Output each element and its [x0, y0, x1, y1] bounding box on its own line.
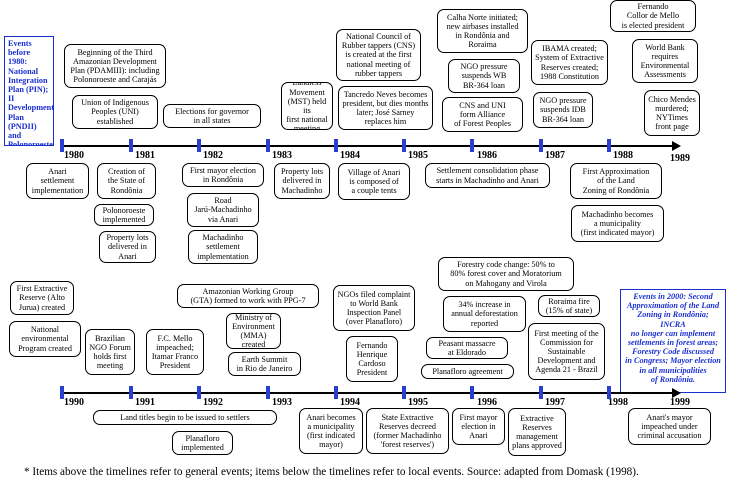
year-tick	[266, 386, 270, 399]
year-label: 1987	[545, 150, 565, 161]
event-box: Earth Summit in Rio de Janeiro	[228, 352, 301, 376]
event-box: First mayor election in Anari	[452, 408, 505, 445]
event-box: Tancredo Neves becomes president, but di…	[338, 86, 433, 130]
event-box: Anari settlement implementation	[26, 163, 89, 199]
event-box: CNS and UNI form Alliance of Forest Peop…	[442, 97, 523, 132]
year-tick	[334, 139, 338, 152]
year-tick	[129, 139, 133, 152]
event-box: 34% increase in annual deforestation rep…	[443, 296, 526, 332]
event-box: National environmental Program created	[9, 321, 81, 357]
year-label: 1996	[477, 397, 497, 408]
year-tick	[197, 139, 201, 152]
event-box: Planafloro agreement	[421, 364, 514, 379]
year-tick	[539, 386, 543, 399]
year-label: 1982	[203, 150, 223, 161]
year-tick	[470, 386, 474, 399]
event-box: Peasant massacre at Eldorado	[426, 337, 508, 359]
event-box: Planafloro implemented	[172, 431, 233, 455]
year-tick	[402, 139, 406, 152]
year-label: 1995	[408, 397, 428, 408]
timeline-1980s-axis	[60, 145, 674, 147]
event-box: Extractive Reserves management plans app…	[508, 408, 566, 456]
year-label: 1991	[135, 397, 155, 408]
year-label: 1994	[340, 397, 360, 408]
event-box: Fernando Collor de Mello is elected pres…	[610, 0, 696, 32]
event-box: NGO pressure suspends WB BR-364 loan	[448, 59, 520, 93]
year-label: 1981	[135, 150, 155, 161]
year-label: 1993	[272, 397, 292, 408]
event-box: Amazonian Working Group (GTA) formed to …	[177, 284, 319, 308]
events-in-2000-box: Events in 2000: Second Approximation of …	[620, 289, 726, 393]
event-box: NGO pressure suspends IDB BR-364 loan	[533, 92, 593, 128]
year-label: 1985	[408, 150, 428, 161]
event-box: Elections for governor in all states	[163, 104, 261, 128]
event-box: Polonoroeste implemented	[94, 204, 154, 226]
year-tick	[607, 386, 611, 399]
event-box: State Extractive Reserves decreed (forme…	[366, 408, 449, 454]
event-box: IBAMA created; System of Extractive Rese…	[531, 40, 608, 85]
event-box: National Council of Rubber tappers (CNS)…	[336, 29, 421, 81]
event-box: Machadinho becomes a municipality (first…	[571, 205, 664, 242]
event-box: Settlement consolidation phase starts in…	[425, 163, 550, 188]
event-box: Village of Anari is composed of a couple…	[338, 163, 410, 200]
event-box: First meeting of the Commission for Sust…	[528, 323, 605, 380]
event-box: Creation of the State of Rondônia	[97, 163, 156, 199]
event-box: First mayor election in Rondônia	[182, 163, 264, 187]
event-box: Landless Movement (MST) held its first n…	[281, 82, 333, 130]
year-tick	[402, 386, 406, 399]
year-tick	[266, 139, 270, 152]
event-box: Land titles begin to be issued to settle…	[93, 410, 277, 425]
year-tick	[334, 386, 338, 399]
year-label: 1999	[670, 397, 690, 408]
event-box: Property lots delivered in Machadinho	[274, 163, 330, 199]
year-tick	[470, 139, 474, 152]
event-box: Forestry code change: 50% to 80% forest …	[438, 257, 574, 291]
event-box: Road Jarú-Machadinho via Anari	[187, 193, 259, 227]
event-box: First Approximation of the Land Zoning o…	[570, 163, 662, 199]
event-box: Fernando Henrique Cardoso President	[346, 336, 398, 382]
year-label: 1990	[64, 397, 84, 408]
event-box: Roraima fire (15% of state)	[538, 295, 600, 317]
year-label: 1988	[613, 150, 633, 161]
event-box: Brazilian NGO Forum holds first meeting	[85, 329, 135, 375]
timeline-1990s-axis	[60, 392, 674, 394]
year-label: 1983	[272, 150, 292, 161]
events-before-1980-box: Events before 1980: National Integration…	[4, 36, 54, 146]
event-box: Anari's mayor impeached under criminal a…	[628, 408, 711, 445]
event-box: Machadinho settlement implementation	[188, 230, 258, 264]
event-box: Beginning of the Third Amazonian Develop…	[64, 44, 166, 88]
event-box: Calha Norte initiated; new airbases inst…	[437, 9, 528, 53]
event-box: Ministry of Environment (MMA) created	[226, 313, 281, 349]
event-box: F.C. Mello impeached; Itamar Franco Pres…	[146, 329, 204, 375]
event-box: Chico Mendes murdered; NYTimes front pag…	[644, 90, 700, 136]
event-box: Property lots delivered in Anari	[99, 231, 156, 263]
year-label: 1986	[477, 150, 497, 161]
event-box: Anari becomes a municipality (first indi…	[299, 408, 363, 454]
year-label: 1989	[670, 153, 690, 164]
year-label: 1998	[608, 397, 628, 408]
year-label: 1992	[203, 397, 223, 408]
year-tick	[60, 386, 64, 399]
year-tick	[129, 386, 133, 399]
year-label: 1980	[64, 150, 84, 161]
timeline-1980s-arrow	[672, 141, 681, 151]
event-box: First Extractive Reserve (Alto Jurua) cr…	[10, 281, 74, 315]
year-label: 1997	[545, 397, 565, 408]
event-box: Union of Indigenous Peoples (UNI) establ…	[72, 95, 158, 129]
timeline-1990s-arrow	[672, 388, 681, 398]
year-tick	[197, 386, 201, 399]
year-tick	[539, 139, 543, 152]
event-box: World Bank requires Environmental Assess…	[632, 39, 698, 83]
year-tick	[60, 139, 64, 152]
year-tick	[607, 139, 611, 152]
event-box: NGOs filed complaint to World Bank Inspe…	[333, 285, 415, 331]
year-label: 1984	[340, 150, 360, 161]
footnote: * Items above the timelines refer to gen…	[24, 466, 639, 478]
